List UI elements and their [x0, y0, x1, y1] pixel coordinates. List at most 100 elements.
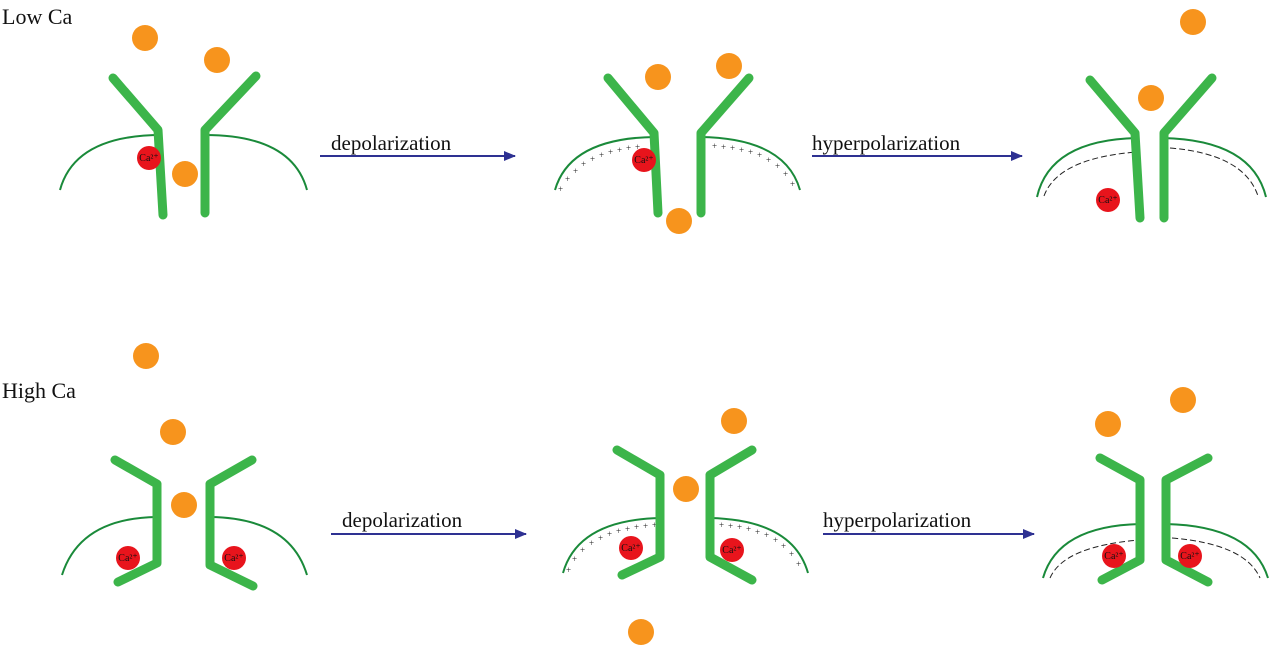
svg-text:+: + — [766, 155, 771, 165]
svg-text:+: + — [652, 520, 657, 530]
membrane-left — [554, 136, 656, 191]
svg-text:+: + — [590, 154, 595, 164]
calcium-ion-label: Ca²⁺ — [1180, 551, 1199, 562]
calcium-ion-label: Ca²⁺ — [118, 553, 137, 564]
membrane-right — [204, 134, 308, 191]
svg-text:+: + — [626, 143, 631, 153]
membrane-left — [562, 517, 661, 574]
svg-text:+: + — [580, 545, 585, 555]
channel-right-subunit — [205, 455, 258, 591]
ligand — [204, 47, 230, 73]
svg-text:+: + — [598, 533, 603, 543]
svg-text:+: + — [607, 529, 612, 539]
svg-text:+: + — [573, 166, 578, 176]
ligand — [160, 419, 186, 445]
ligand — [666, 208, 692, 234]
svg-text:+: + — [643, 521, 648, 531]
svg-text:+: + — [616, 526, 621, 536]
ligand — [645, 64, 671, 90]
dashed-membrane-line — [1049, 539, 1141, 579]
membrane-charge-marks: + + + + + + + + + + + + + + + + + + + + … — [566, 520, 801, 575]
calcium-ion — [1102, 544, 1126, 568]
calcium-ion — [1096, 188, 1120, 212]
calcium-ion-label: Ca²⁺ — [634, 155, 653, 166]
svg-text:+: + — [773, 535, 778, 545]
membrane-left — [1042, 523, 1141, 579]
arrow-label-hyperpolarization: hyperpolarization — [812, 131, 961, 155]
calcium-ion — [1178, 544, 1202, 568]
svg-text:+: + — [566, 565, 571, 575]
svg-text:+: + — [712, 141, 717, 151]
svg-text:+: + — [790, 179, 795, 189]
channel-left-subunit — [1085, 75, 1145, 223]
dashed-membrane-line — [1169, 147, 1259, 197]
svg-text:+: + — [775, 161, 780, 171]
arrow-label-depolarization: depolarization — [342, 508, 463, 532]
ligand — [133, 343, 159, 369]
calcium-ion — [619, 536, 643, 560]
svg-text:+: + — [599, 150, 604, 160]
calcium-ion-label: Ca²⁺ — [139, 153, 158, 164]
svg-text:+: + — [634, 522, 639, 532]
channel-left-subunit — [1095, 453, 1145, 585]
dashed-membrane-line — [1043, 151, 1138, 197]
ligand — [673, 476, 699, 502]
channel-right-subunit — [705, 445, 757, 585]
ligand — [1138, 85, 1164, 111]
svg-text:+: + — [783, 169, 788, 179]
svg-text:+: + — [721, 142, 726, 152]
channel-right-subunit — [1161, 453, 1213, 587]
svg-text:+: + — [608, 147, 613, 157]
channel-right-subunit — [696, 73, 754, 218]
row-label-high-ca: High Ca — [2, 378, 76, 403]
svg-text:+: + — [589, 538, 594, 548]
svg-text:+: + — [748, 147, 753, 157]
membrane-charge-marks: + + + + + + + + + + + + + + + + + + + + — [558, 141, 795, 194]
svg-text:+: + — [581, 159, 586, 169]
channel-left-subunit — [603, 73, 663, 218]
membrane-right — [209, 516, 308, 576]
channel-left-subunit — [108, 73, 168, 220]
ligand — [721, 408, 747, 434]
high-ca-depolarized-panel: + + + + + + + + + + + + + + + + + + + + … — [562, 408, 809, 645]
calcium-ion-label: Ca²⁺ — [621, 543, 640, 554]
row-label-low-ca: Low Ca — [2, 4, 73, 29]
ligand — [1170, 387, 1196, 413]
svg-text:+: + — [617, 145, 622, 155]
svg-text:+: + — [764, 530, 769, 540]
calcium-ion — [720, 538, 744, 562]
svg-text:+: + — [781, 541, 786, 551]
svg-text:+: + — [625, 524, 630, 534]
low-ca-hyperpolarized-panel: Ca²⁺ — [1036, 9, 1267, 223]
arrow-label-hyperpolarization: hyperpolarization — [823, 508, 972, 532]
ligand — [172, 161, 198, 187]
svg-text:+: + — [796, 559, 801, 569]
membrane-right — [1162, 137, 1267, 198]
membrane-right — [1165, 523, 1269, 579]
svg-text:+: + — [789, 549, 794, 559]
svg-text:+: + — [635, 142, 640, 152]
ligand — [171, 492, 197, 518]
svg-text:+: + — [558, 184, 563, 194]
membrane-left — [61, 516, 158, 576]
dashed-membrane-line — [1171, 537, 1261, 579]
svg-text:+: + — [739, 145, 744, 155]
svg-text:+: + — [757, 150, 762, 160]
svg-text:+: + — [730, 143, 735, 153]
high-ca-resting-panel: Ca²⁺ Ca²⁺ — [61, 343, 308, 591]
ligand — [716, 53, 742, 79]
svg-text:+: + — [565, 174, 570, 184]
channel-left-subunit — [612, 445, 665, 580]
svg-text:+: + — [728, 521, 733, 531]
calcium-ion — [116, 546, 140, 570]
membrane-right — [709, 517, 809, 574]
ligand — [132, 25, 158, 51]
svg-text:+: + — [719, 520, 724, 530]
channel-left-subunit — [110, 455, 162, 587]
calcium-ion-label: Ca²⁺ — [224, 553, 243, 564]
low-ca-resting-panel: Ca²⁺ — [59, 25, 308, 220]
ligand — [1095, 411, 1121, 437]
calcium-ion — [632, 148, 656, 172]
membrane-left — [1036, 137, 1138, 198]
